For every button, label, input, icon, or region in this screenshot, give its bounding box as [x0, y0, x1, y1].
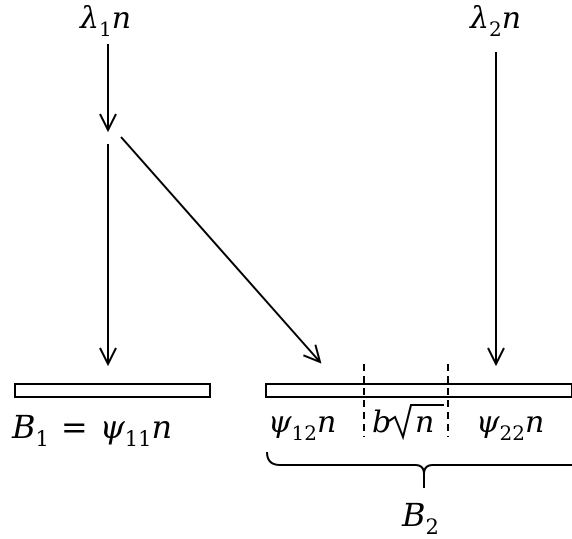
- overflow-to-b2-arrow: [120, 136, 320, 362]
- lambda1-symbol: λ: [79, 1, 99, 36]
- b1-capacity-label: B1 = ψ11n: [11, 408, 172, 451]
- b1-psi: ψ: [100, 408, 126, 446]
- b1-psi-subscript: 11: [125, 427, 152, 451]
- bsqrt-coefficient: b: [372, 405, 391, 440]
- lambda2-symbol: λ: [469, 1, 489, 36]
- psi22-segment-label: ψ22n: [476, 405, 544, 445]
- lambda2-subscript: 2: [489, 17, 502, 41]
- lambda1-subscript: 1: [99, 17, 112, 41]
- b1-equals: =: [61, 408, 88, 446]
- lambda2-source-label: λ2n: [469, 1, 521, 41]
- b2-total-label: B2: [401, 496, 439, 539]
- psi22-subscript: 22: [500, 421, 525, 445]
- b1-variable: n: [152, 408, 173, 446]
- psi22-psi: ψ: [476, 405, 500, 440]
- b2-subscript: 2: [426, 515, 439, 539]
- psi22-variable: n: [525, 405, 544, 440]
- lambda1-variable: n: [112, 1, 131, 36]
- buffer-b2-bar: [265, 383, 572, 398]
- sqrt-sign-icon: [388, 404, 444, 441]
- lambda1-source-label: λ1n: [79, 1, 131, 41]
- b2-name: B: [401, 496, 426, 534]
- b2-underbrace-icon: [266, 451, 572, 475]
- psi12-subscript: 12: [292, 421, 317, 445]
- lambda2-variable: n: [502, 1, 521, 36]
- psi12-psi: ψ: [268, 405, 292, 440]
- b1-name: B: [11, 408, 36, 446]
- buffer-b1-bar: [14, 383, 211, 398]
- bsqrt-radicand: n: [415, 405, 434, 440]
- b1-subscript: 1: [36, 427, 49, 451]
- psi12-segment-label: ψ12n: [268, 405, 336, 445]
- psi12-variable: n: [317, 405, 336, 440]
